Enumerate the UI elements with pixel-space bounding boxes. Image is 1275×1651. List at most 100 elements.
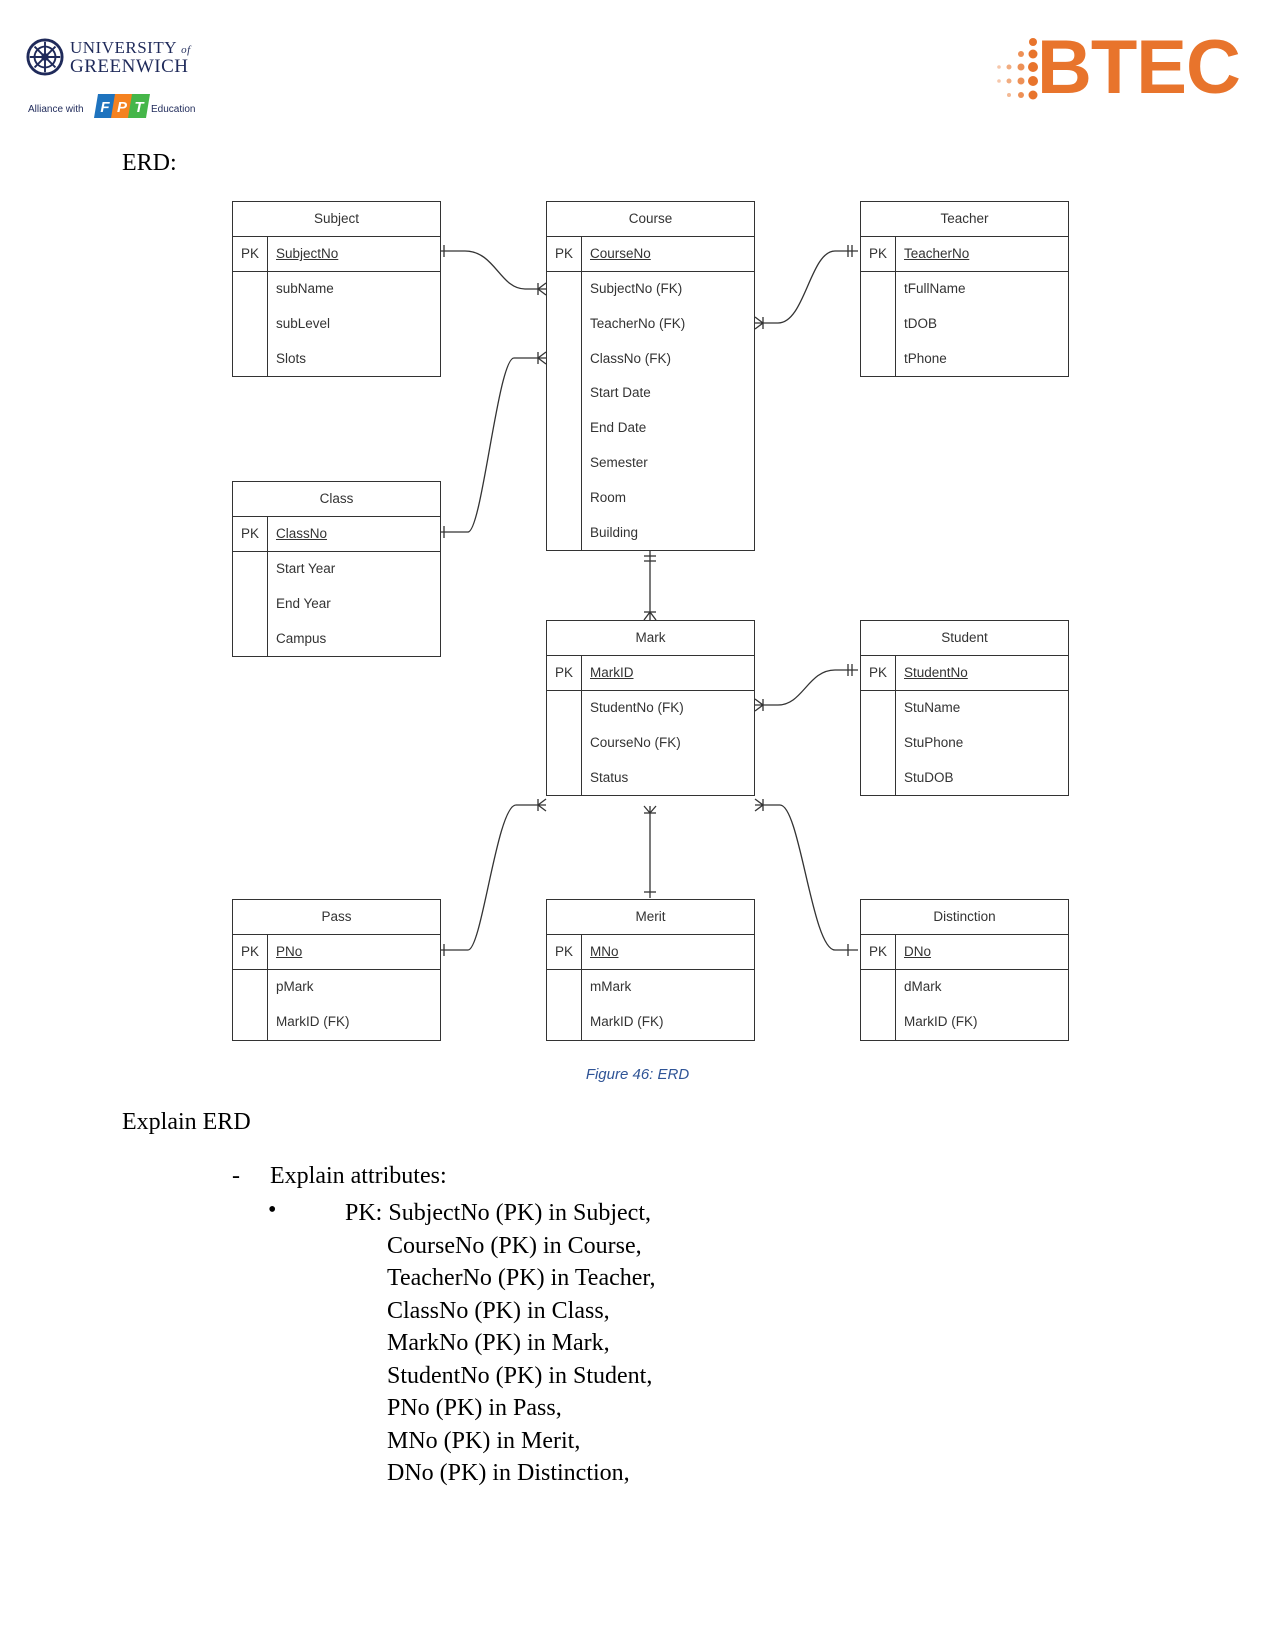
- attribute: dMark: [904, 979, 942, 994]
- entity-mark: Mark PK MarkID StudentNo (FK) CourseNo (F…: [546, 620, 755, 797]
- attribute: tDOB: [904, 315, 938, 331]
- attribute: ClassNo (FK): [590, 350, 672, 366]
- fpt-logo-icon: F P T: [94, 94, 150, 118]
- attribute: StudentNo (FK): [590, 700, 684, 715]
- pk-line: StudentNo (PK) in Student,: [387, 1362, 653, 1389]
- figure-caption: Figure 46: ERD: [585, 1066, 690, 1083]
- primary-key: MarkID: [590, 665, 634, 680]
- attribute: Status: [590, 769, 629, 785]
- primary-key: DNo: [904, 944, 932, 959]
- attribute: CourseNo (FK): [590, 734, 681, 750]
- primary-key: StudentNo: [904, 665, 968, 680]
- alliance-tail-text: Education: [151, 104, 196, 115]
- attribute: MarkID (FK): [590, 1013, 664, 1029]
- entity-title: Course: [547, 202, 754, 237]
- attribute: mMark: [590, 979, 632, 994]
- attribute: TeacherNo (FK): [590, 315, 686, 331]
- relation-distinction-mark: [754, 798, 858, 956]
- attribute: Building: [590, 524, 639, 540]
- fpt-letter-p: P: [117, 99, 128, 116]
- erd-label: ERD:: [122, 150, 177, 176]
- attribute: StuName: [904, 700, 961, 715]
- primary-key: SubjectNo: [276, 246, 339, 261]
- fpt-letter-t: T: [134, 99, 145, 116]
- entity-course: Course PK CourseNo SubjectNo (FK) Teacher…: [546, 201, 755, 552]
- primary-key: CourseNo: [590, 246, 651, 261]
- attribute: tPhone: [904, 350, 947, 366]
- university-line2: GREENWICH: [70, 56, 189, 77]
- dash-marker: -: [232, 1163, 240, 1189]
- pk-tag: PK: [861, 935, 896, 969]
- entity-title: Teacher: [861, 202, 1068, 237]
- university-line1: UNIVERSITY: [70, 38, 177, 57]
- attribute: pMark: [276, 979, 314, 994]
- fpt-letter-f: F: [100, 99, 110, 116]
- attribute: subLevel: [276, 315, 331, 331]
- pk-line: TeacherNo (PK) in Teacher,: [387, 1265, 656, 1291]
- entity-title: Class: [233, 482, 440, 517]
- entity-merit: Merit PK MNo mMark MarkID (FK): [546, 899, 755, 1041]
- entity-title: Pass: [233, 900, 440, 935]
- bullet-marker: •: [268, 1197, 277, 1223]
- btec-logo: BTEC: [995, 30, 1245, 114]
- attribute: End Year: [276, 595, 331, 611]
- pk-line: PNo (PK) in Pass,: [387, 1395, 562, 1421]
- attribute: Semester: [590, 454, 648, 470]
- attribute: End Date: [590, 420, 647, 436]
- btec-wordmark: BTEC: [1037, 25, 1241, 110]
- attribute: Slots: [276, 350, 307, 366]
- university-seal-icon: [26, 38, 64, 76]
- entity-class: Class PK ClassNo Start Year End Year Camp…: [232, 481, 441, 658]
- explain-heading: Explain ERD: [122, 1109, 251, 1135]
- entity-distinction: Distinction PK DNo dMark MarkID (FK): [860, 899, 1069, 1041]
- btec-dots-icon: [997, 38, 1038, 100]
- attribute: StuDOB: [904, 769, 954, 785]
- pk-line: MarkNo (PK) in Mark,: [387, 1330, 610, 1356]
- pk-tag: PK: [547, 935, 582, 969]
- pk-line: MNo (PK) in Merit,: [387, 1427, 581, 1454]
- attribute: Start Year: [276, 561, 336, 576]
- relation-merit-mark: [643, 805, 657, 898]
- primary-key: TeacherNo: [904, 246, 970, 261]
- entity-title: Mark: [547, 621, 754, 656]
- attribute: subName: [276, 281, 334, 296]
- fpt-alliance-logo: Alliance with F P T Education: [26, 92, 206, 124]
- entity-title: Student: [861, 621, 1068, 656]
- entity-pass: Pass PK PNo pMark MarkID (FK): [232, 899, 441, 1041]
- entity-title: Merit: [547, 900, 754, 935]
- relation-course-mark: [643, 550, 657, 621]
- attribute: tFullName: [904, 281, 966, 296]
- entity-title: Distinction: [861, 900, 1068, 935]
- pk-line: CourseNo (PK) in Course,: [387, 1232, 642, 1259]
- relation-student-mark: [754, 664, 858, 712]
- pk-explanation-list: PK: SubjectNo (PK) in Subject, CourseNo …: [345, 1197, 655, 1490]
- attribute: Start Date: [590, 385, 651, 401]
- attribute: MarkID (FK): [276, 1013, 350, 1029]
- pk-tag: PK: [547, 237, 582, 271]
- alliance-lead-text: Alliance with: [28, 104, 84, 115]
- pk-tag: PK: [233, 237, 268, 271]
- attribute: SubjectNo (FK): [590, 281, 683, 296]
- attribute: MarkID (FK): [904, 1013, 978, 1029]
- relation-pass-mark: [434, 798, 547, 956]
- relation-teacher-course: [754, 245, 858, 330]
- pk-line: PK: SubjectNo (PK) in Subject,: [345, 1200, 651, 1226]
- primary-key: MNo: [590, 944, 619, 959]
- university-of: of: [181, 44, 191, 56]
- relation-subject-course: [434, 245, 547, 296]
- attribute: Campus: [276, 630, 327, 646]
- entity-teacher: Teacher PK TeacherNo tFullName tDOB tPhon…: [860, 201, 1069, 378]
- pk-line: ClassNo (PK) in Class,: [387, 1297, 610, 1324]
- pk-tag: PK: [861, 237, 896, 271]
- pk-line: DNo (PK) in Distinction,: [387, 1460, 630, 1486]
- pk-tag: PK: [547, 656, 582, 690]
- pk-tag: PK: [861, 656, 896, 690]
- attribute: Room: [590, 489, 627, 505]
- dash-item-text: Explain attributes:: [270, 1163, 447, 1189]
- pk-tag: PK: [233, 935, 268, 969]
- primary-key: ClassNo: [276, 526, 328, 541]
- pk-tag: PK: [233, 517, 268, 551]
- primary-key: PNo: [276, 944, 303, 959]
